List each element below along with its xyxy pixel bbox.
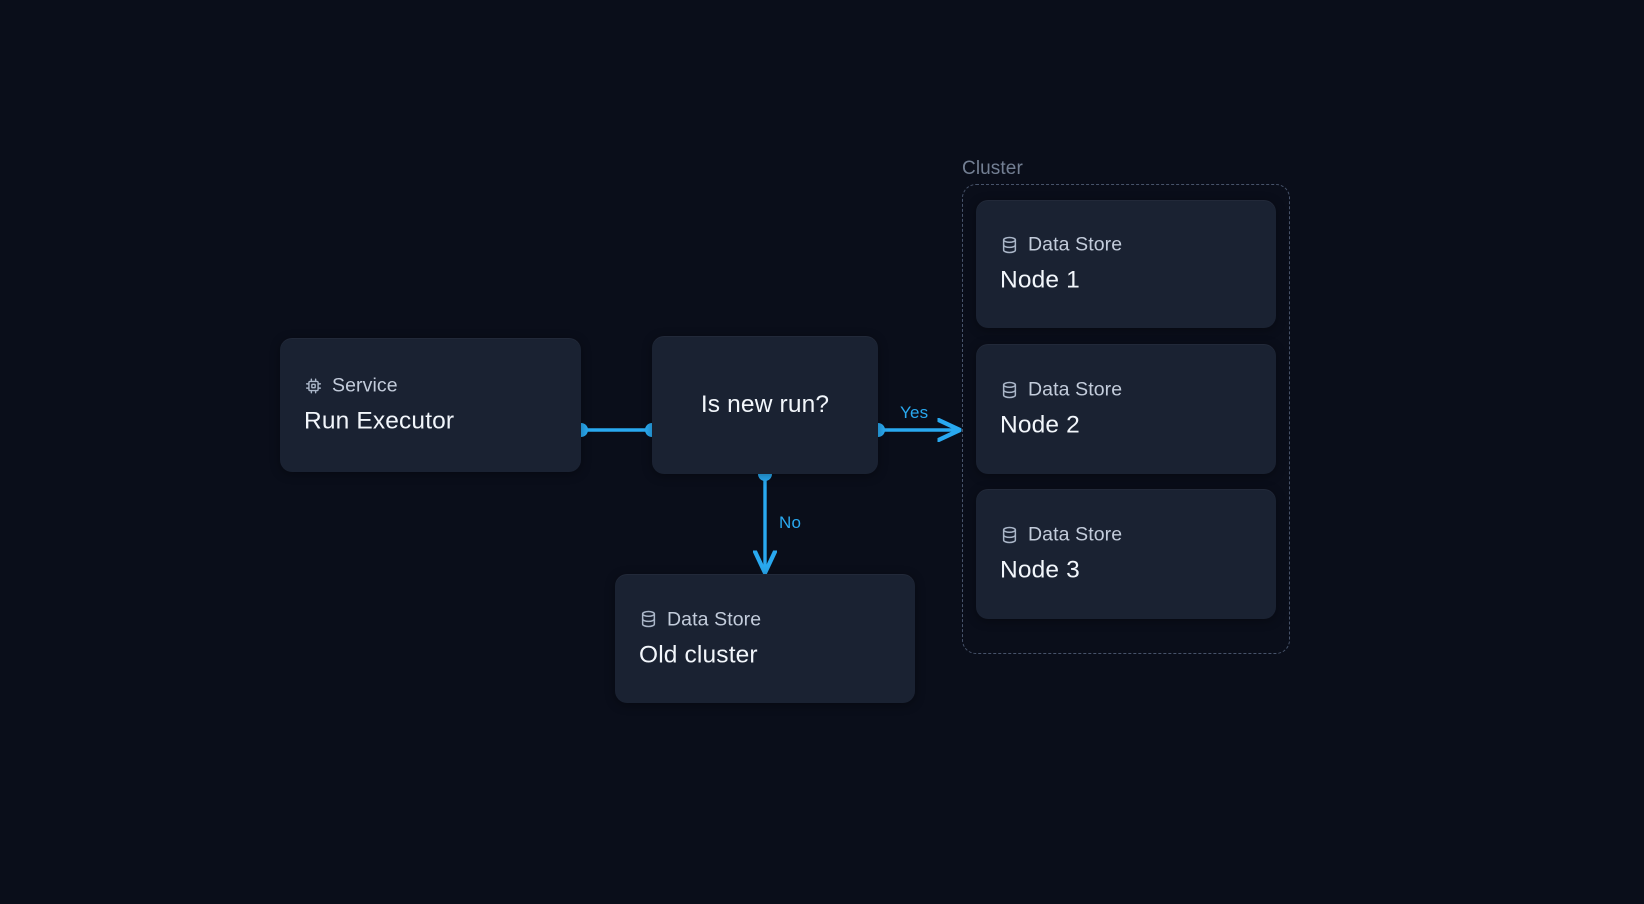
- database-icon: [1000, 235, 1019, 254]
- node-body: Service Run Executor: [304, 374, 563, 437]
- node-type-row: Data Store: [639, 607, 897, 631]
- group-label-cluster: Cluster: [962, 158, 1023, 179]
- node-type-row: Data Store: [1000, 233, 1258, 257]
- node-type-label: Data Store: [667, 608, 762, 630]
- edge-decision-no: [758, 467, 772, 571]
- node-type-row: Data Store: [1000, 523, 1258, 547]
- node-body: Data Store Node 1: [1000, 233, 1258, 296]
- decision-label: Is new run?: [700, 391, 830, 418]
- node-body: Data Store Node 2: [1000, 378, 1258, 441]
- node-service-run-executor[interactable]: Service Run Executor: [280, 338, 581, 472]
- node-type-label: Data Store: [1028, 378, 1123, 401]
- node-data-store-old-cluster[interactable]: Data Store Old cluster: [615, 574, 915, 703]
- node-title: Run Executor: [304, 407, 455, 435]
- edge-decision-yes: [871, 423, 958, 437]
- node-data-store-node-3[interactable]: Data Store Node 3: [976, 489, 1276, 619]
- node-type-row: Data Store: [1000, 378, 1258, 402]
- node-data-store-node-1[interactable]: Data Store Node 1: [976, 200, 1276, 328]
- node-type-label: Service: [332, 374, 398, 397]
- node-decision-is-new-run[interactable]: Is new run?: [652, 336, 878, 474]
- node-type-label: Data Store: [1028, 233, 1123, 256]
- node-title: Node 2: [1000, 411, 1080, 439]
- node-body: Data Store Node 3: [1000, 523, 1258, 586]
- cpu-chip-icon: [304, 376, 323, 395]
- edge-service-to-decision: [574, 423, 659, 437]
- group-cluster: [962, 184, 1290, 654]
- edge-label-yes: Yes: [900, 403, 929, 422]
- database-icon: [1000, 525, 1019, 544]
- edge-label-no: No: [779, 513, 802, 532]
- node-type-label: Data Store: [1028, 523, 1123, 546]
- node-body: Data Store Old cluster: [639, 607, 897, 670]
- node-title: Old cluster: [639, 641, 758, 668]
- database-icon: [639, 610, 658, 629]
- node-title: Node 3: [1000, 556, 1080, 584]
- node-data-store-node-2[interactable]: Data Store Node 2: [976, 344, 1276, 474]
- database-icon: [1000, 380, 1019, 399]
- node-title: Node 1: [1000, 266, 1080, 294]
- node-type-row: Service: [304, 374, 563, 398]
